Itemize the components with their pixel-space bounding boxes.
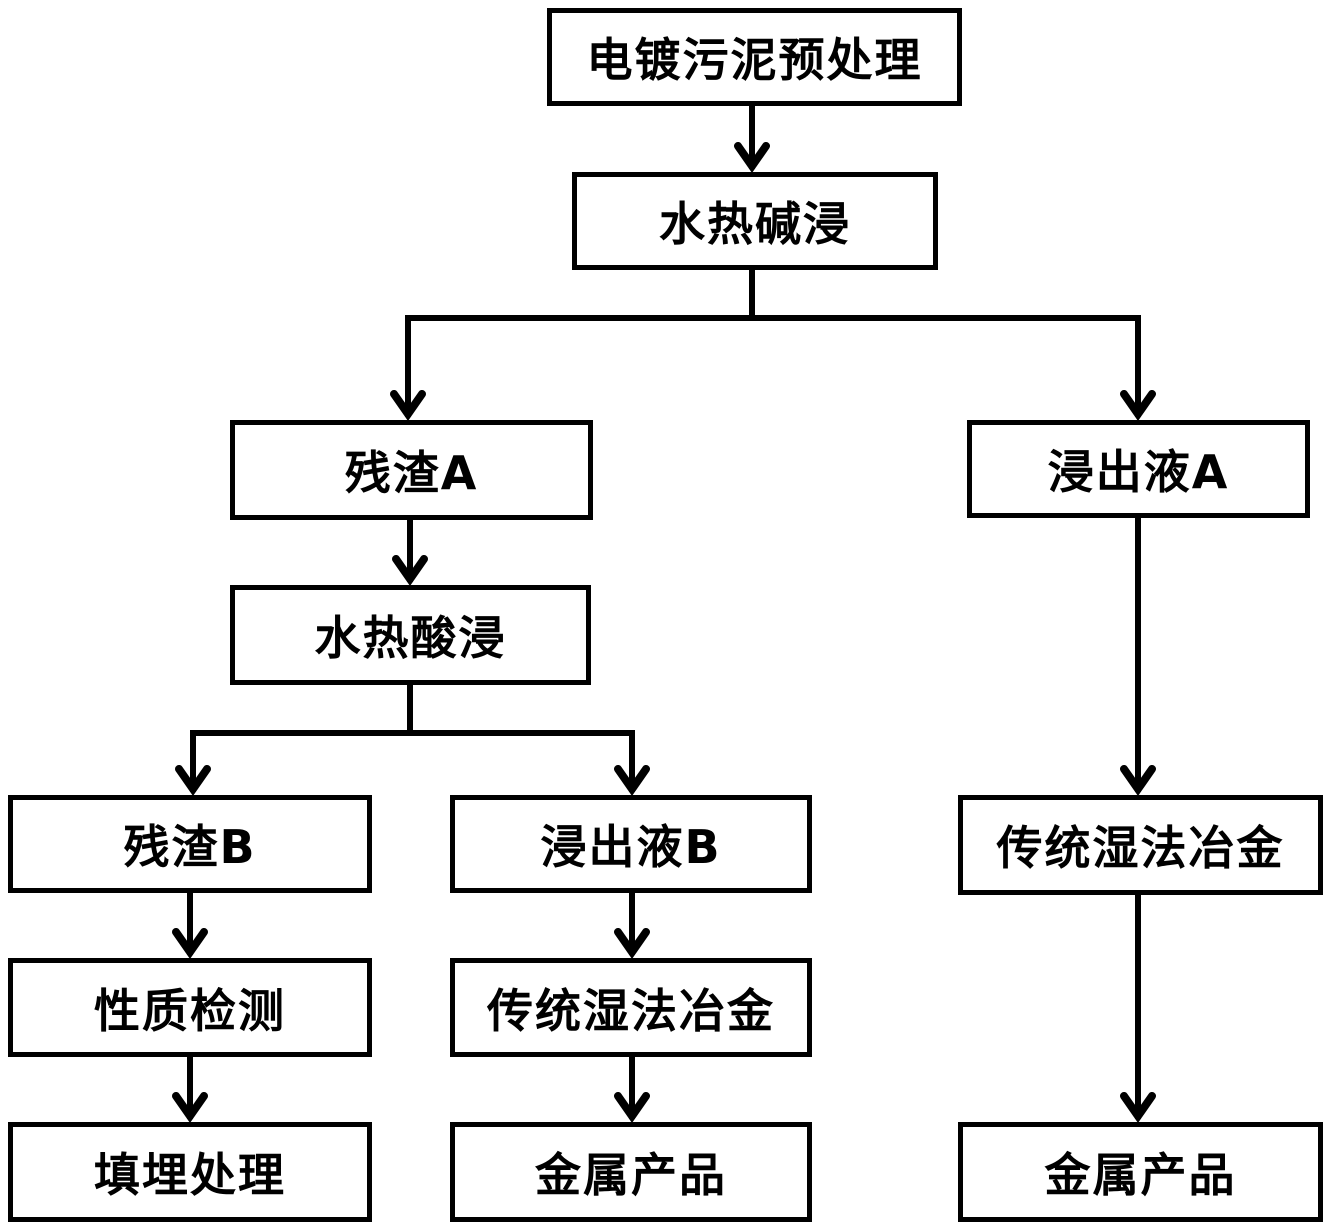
- node-alkali-leaching-label: 水热碱浸: [659, 197, 851, 251]
- node-residue-a-label: 残渣A: [344, 446, 479, 500]
- arrowhead-alkali-leaching: [734, 142, 770, 173]
- arrowhead-property-testing: [172, 928, 208, 959]
- node-hydrometallurgy-right-label: 传统湿法冶金: [996, 821, 1285, 875]
- node-landfill: 填埋处理: [8, 1122, 372, 1222]
- node-pretreatment-label: 电镀污泥预处理: [586, 33, 923, 87]
- arrowhead-leachate-a: [1120, 390, 1156, 421]
- node-metal-product-middle-label: 金属产品: [535, 1148, 727, 1202]
- node-residue-b-label: 残渣B: [123, 820, 257, 874]
- node-acid-leaching-label: 水热酸浸: [314, 611, 507, 665]
- node-pretreatment: 电镀污泥预处理: [547, 8, 962, 106]
- arrowhead-metal-product-right: [1120, 1092, 1156, 1123]
- arrowhead-hydrometallurgy-middle: [614, 928, 650, 959]
- node-residue-b: 残渣B: [8, 795, 372, 893]
- node-leachate-a-label: 浸出液A: [1047, 445, 1230, 499]
- node-metal-product-right: 金属产品: [958, 1122, 1323, 1222]
- arrowhead-metal-product-middle: [614, 1092, 650, 1123]
- node-property-testing-label: 性质检测: [94, 983, 286, 1038]
- node-landfill-label: 填埋处理: [94, 1148, 286, 1202]
- arrowhead-acid-leaching: [392, 555, 428, 586]
- arrowhead-residue-a: [390, 390, 426, 421]
- node-acid-leaching: 水热酸浸: [230, 585, 591, 685]
- node-hydrometallurgy-middle: 传统湿法冶金: [450, 958, 812, 1057]
- arrowhead-hydrometallurgy-right: [1120, 765, 1156, 796]
- node-residue-a: 残渣A: [230, 420, 593, 520]
- arrowhead-landfill: [172, 1092, 208, 1123]
- node-hydrometallurgy-right: 传统湿法冶金: [958, 795, 1323, 895]
- node-leachate-b: 浸出液B: [450, 795, 812, 893]
- node-metal-product-right-label: 金属产品: [1044, 1148, 1237, 1202]
- node-property-testing: 性质检测: [8, 958, 372, 1057]
- arrowhead-leachate-b: [614, 765, 650, 796]
- node-leachate-a: 浸出液A: [967, 420, 1310, 518]
- node-leachate-b-label: 浸出液B: [540, 820, 722, 874]
- arrowhead-residue-b: [175, 765, 211, 796]
- node-metal-product-middle: 金属产品: [450, 1122, 812, 1222]
- node-hydrometallurgy-middle-label: 传统湿法冶金: [487, 983, 775, 1038]
- node-alkali-leaching: 水热碱浸: [572, 172, 938, 270]
